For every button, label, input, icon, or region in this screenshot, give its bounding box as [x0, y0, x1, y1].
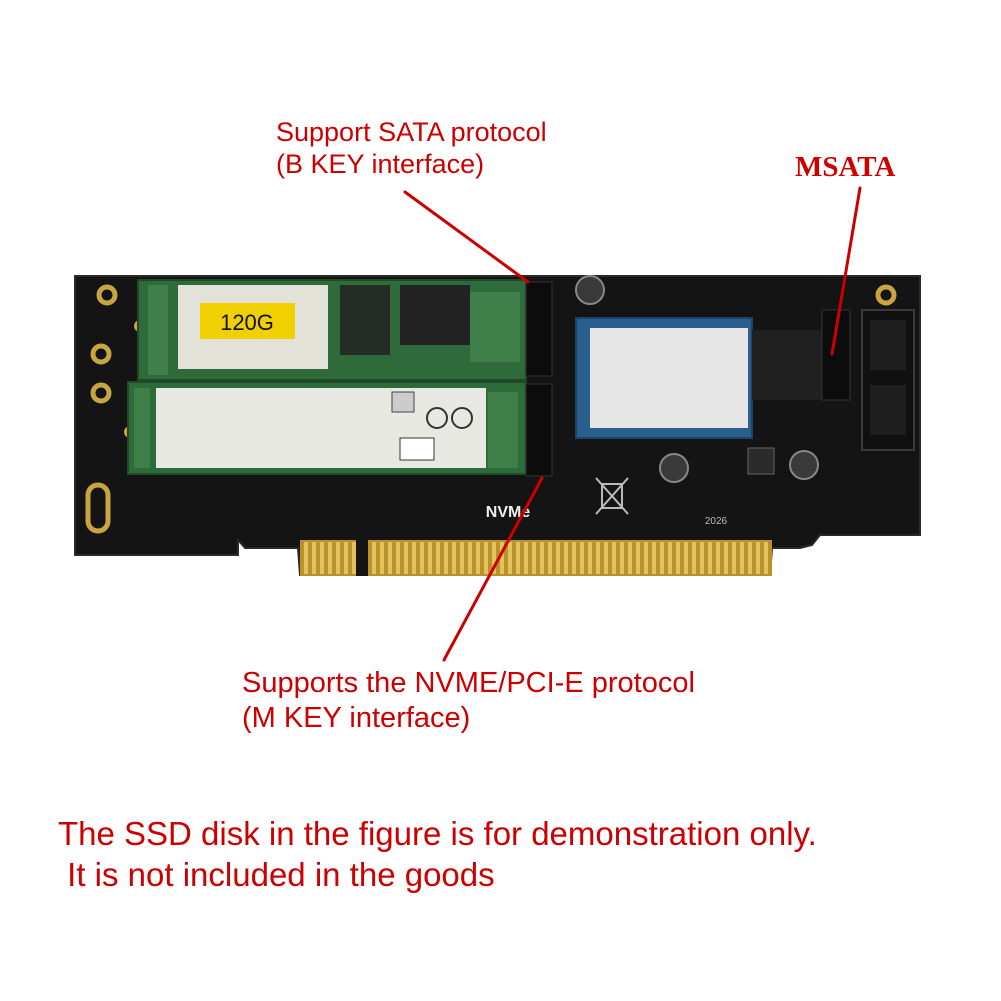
- b-key-connector: [525, 281, 553, 377]
- msata-callout: MSATA: [795, 151, 896, 183]
- sata-protocol-callout: Support SATA protocol (B KEY interface): [276, 116, 547, 181]
- m2-nvme-ssd: [127, 381, 527, 475]
- msata-ssd: [575, 309, 851, 439]
- capacitors: [575, 275, 819, 483]
- nvme-callout-line1: Supports the NVME/PCI-E protocol: [242, 667, 695, 699]
- ssd-capacity-label: 120G: [220, 310, 274, 335]
- pointer-lines: [403, 186, 862, 662]
- nvme-protocol-callout: Supports the NVME/PCI-E protocol (M KEY …: [242, 666, 695, 736]
- sata-callout-line2: (B KEY interface): [276, 149, 485, 180]
- sata-callout-line1: Support SATA protocol: [276, 117, 547, 147]
- disclaimer-line2: It is not included in the goods: [58, 856, 495, 894]
- sata-connector: [861, 309, 915, 451]
- year-silkscreen: 2026: [705, 516, 728, 527]
- mounting-holes: [85, 284, 897, 534]
- nvme-callout-line2: (M KEY interface): [242, 701, 471, 734]
- demonstration-disclaimer: The SSD disk in the figure is for demons…: [58, 813, 817, 896]
- nvme-silkscreen: NVMe: [486, 504, 531, 521]
- m2-sata-ssd: 120G: [137, 279, 527, 381]
- gold-contacts: [300, 540, 772, 576]
- weee-icon: [595, 477, 629, 515]
- m-key-connector: [525, 383, 553, 477]
- disclaimer-line1: The SSD disk in the figure is for demons…: [58, 815, 817, 852]
